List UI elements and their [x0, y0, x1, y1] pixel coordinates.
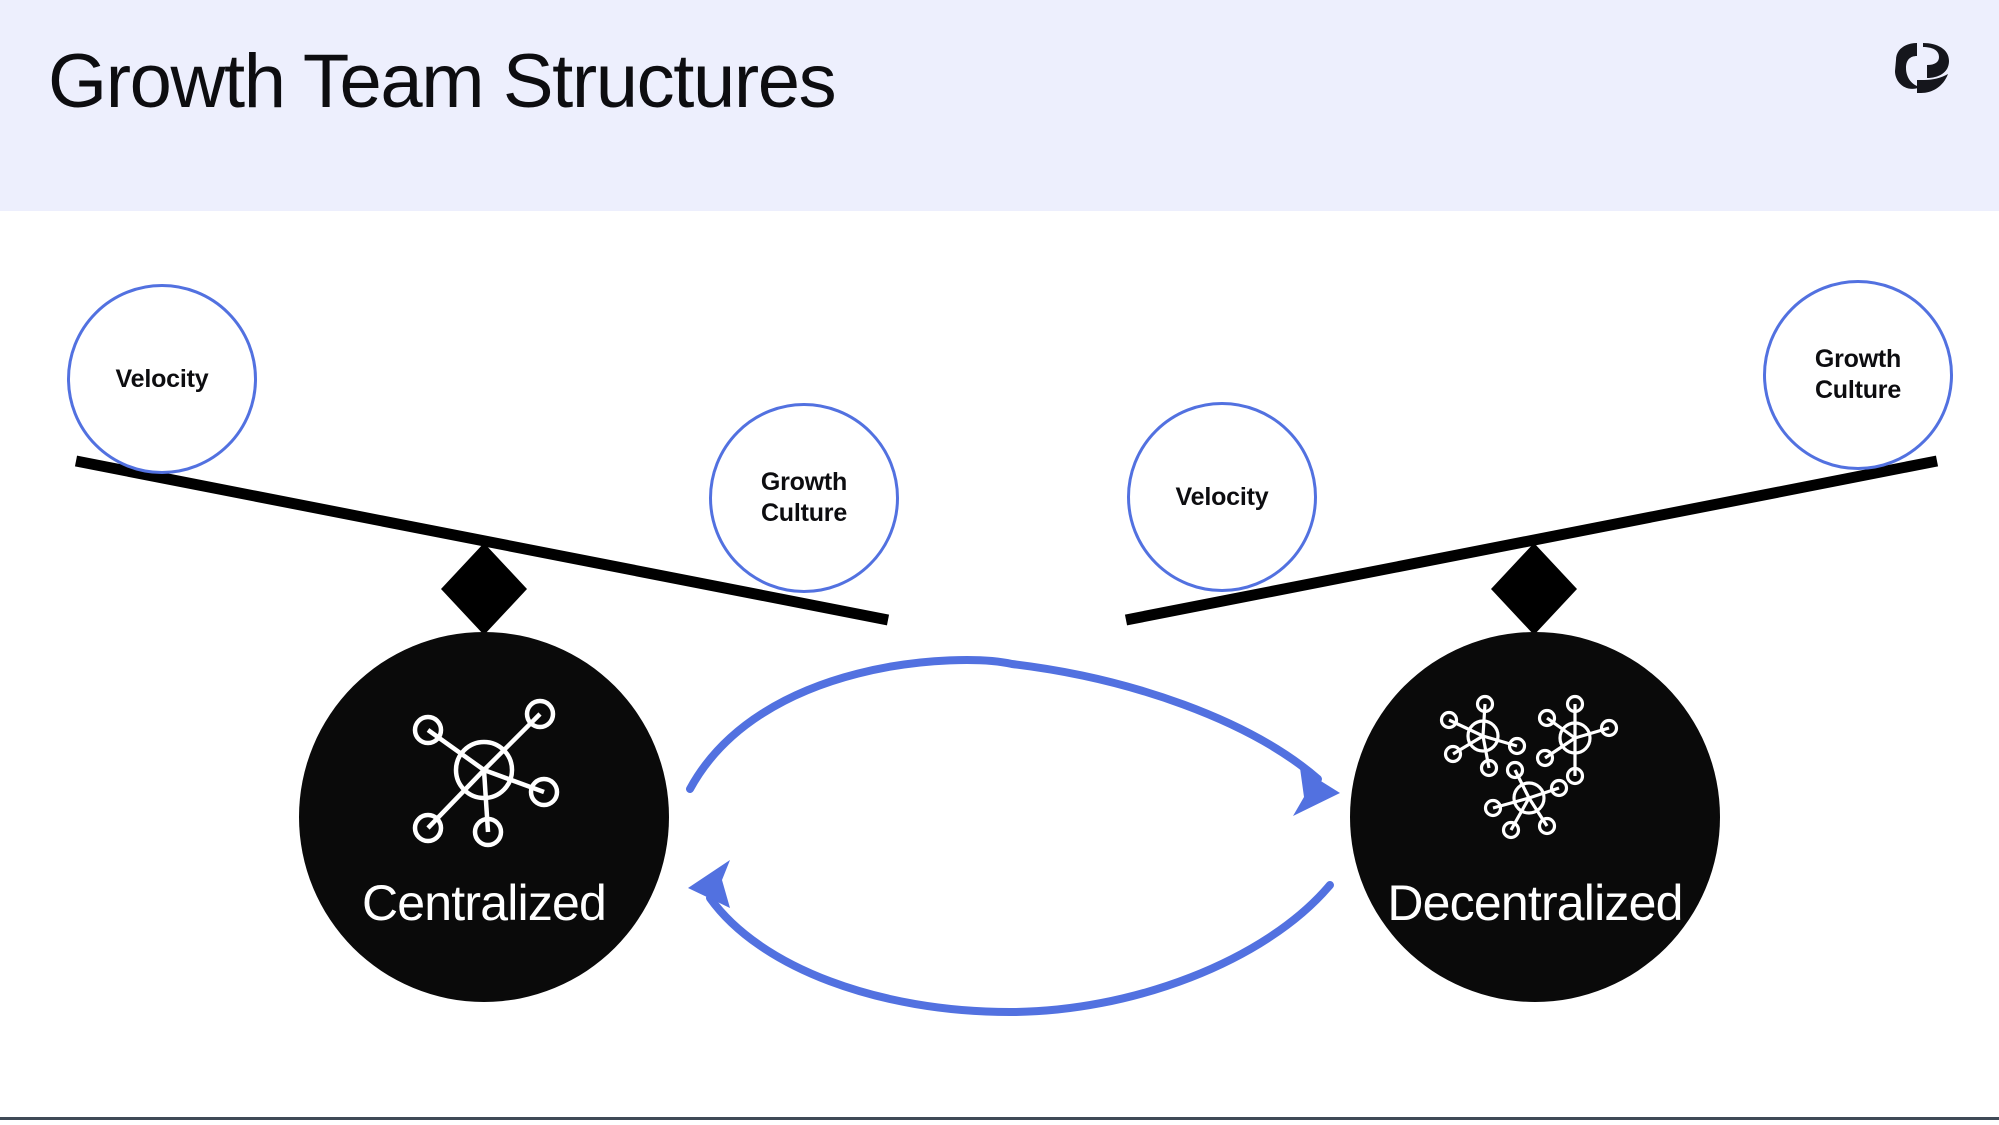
bubble-label: Velocity: [115, 364, 209, 393]
arrow-centralized-to-decentralized-path: [686, 656, 1322, 793]
right-diamond-fulcrum: [1491, 543, 1577, 635]
single-hub-network-icon: [412, 698, 560, 848]
right-scale-beam: [1124, 455, 1939, 626]
structure-label: Centralized: [361, 875, 607, 931]
left-diamond-fulcrum: [441, 543, 527, 635]
arrow-centralized-to-decentralized-head: [1293, 768, 1340, 816]
structure-node-decentralized[interactable]: Decentralized: [1350, 632, 1720, 1002]
bubble-left-growth-culture[interactable]: Growth Culture: [709, 403, 899, 593]
structure-label: Decentralized: [1387, 875, 1683, 931]
bubble-label: Growth Culture: [1814, 345, 1902, 404]
bubble-right-velocity[interactable]: Velocity: [1127, 402, 1317, 592]
bubble-label: Growth Culture: [760, 468, 848, 527]
page-title: Growth Team Structures: [48, 39, 837, 124]
bubble-right-growth-culture[interactable]: Growth Culture: [1763, 280, 1953, 470]
multi-hub-network-icon: [1439, 694, 1619, 840]
header-band: [0, 0, 1999, 211]
arrow-decentralized-to-centralized-path: [706, 881, 1334, 1017]
bubble-left-velocity[interactable]: Velocity: [67, 284, 257, 474]
structure-node-centralized[interactable]: Centralized: [299, 632, 669, 1002]
left-scale-beam: [74, 455, 890, 626]
footer-divider: [0, 1117, 1999, 1120]
brand-logo-icon: [1895, 43, 1949, 93]
bubble-label: Velocity: [1175, 482, 1269, 511]
arrow-decentralized-to-centralized-head: [688, 860, 730, 908]
